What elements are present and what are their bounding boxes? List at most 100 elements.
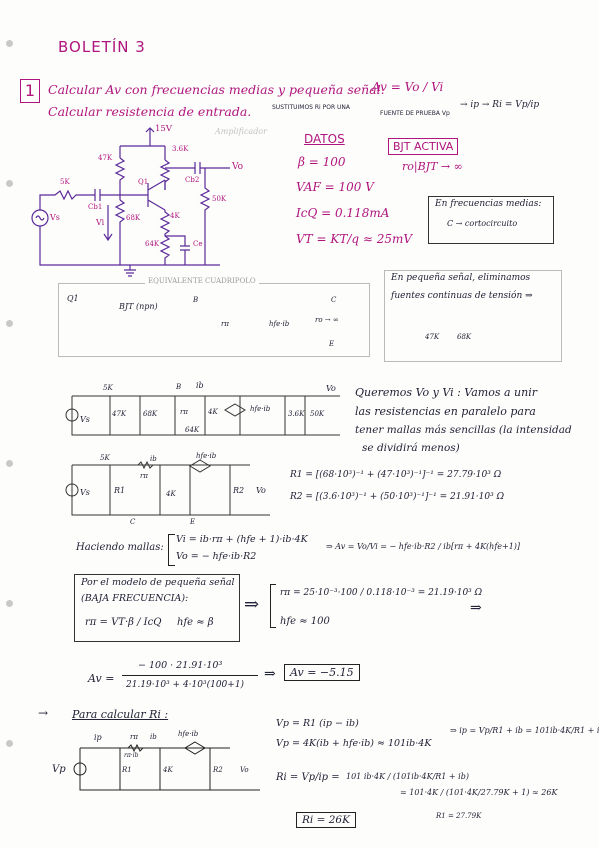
c2-r68: 68K <box>143 410 158 418</box>
quadripole-left: Q1 <box>67 294 79 303</box>
c2-b: B <box>176 383 182 391</box>
ghost-word: Amplificador <box>215 127 267 136</box>
quadripole-middle: BJT (npn) <box>119 302 158 311</box>
binder-hole <box>6 320 13 327</box>
binder-hole <box>6 600 13 607</box>
hfe-value: hfe ≈ 100 <box>280 616 330 627</box>
ri-eq-1: Vp = R1 (ip − ib) <box>276 718 359 729</box>
r-top-left-label: 47K <box>98 154 113 162</box>
quadripole-e: E <box>329 340 335 348</box>
r-emitter2-label: 64K <box>145 240 160 248</box>
av-fraction-bar <box>122 675 258 676</box>
small-signal-box: En pequeña señal, eliminamos fuentes con… <box>384 270 562 362</box>
c3-r2: R2 <box>233 486 245 495</box>
vi-label: Vi <box>96 218 105 227</box>
quadripole-b: B <box>193 296 199 304</box>
c3-c: C <box>130 518 136 526</box>
c3-r-source: 5K <box>100 454 110 462</box>
model-hfe: hfe ≈ β <box>177 617 214 628</box>
c2-r4k: 4K <box>208 408 218 416</box>
rpi-brace <box>270 584 276 628</box>
rpi-arrow: ⇒ <box>470 600 482 616</box>
method-note-2: FUENTE DE PRUEBA Vp <box>380 110 450 117</box>
bjt-active-box: BJT ACTIVA <box>388 138 459 155</box>
quadripole-box: EQUIVALENTE CUADRIPOLO Q1 BJT (npn) B C … <box>58 277 370 357</box>
exercise-number: 1 <box>20 79 40 103</box>
c2-vo: Vo <box>326 384 336 393</box>
small-signal-line-2: fuentes continuas de tensión ⇒ <box>391 291 533 301</box>
c2-r-source: 5K <box>103 384 113 392</box>
quadripole-rpi: rπ <box>221 320 229 328</box>
c3-vs: Vs <box>80 488 90 497</box>
binder-hole <box>6 460 13 467</box>
vo-label: Vo <box>232 162 244 172</box>
ri-result: Ri = 26K <box>296 812 356 828</box>
r-emitter1-label: 4K <box>170 212 180 220</box>
task-line-2: Calcular resistencia de entrada. <box>48 104 252 119</box>
c3-vo: Vo <box>256 486 266 495</box>
mesh-eq-2: Vo = − hfe·ib·R2 <box>176 551 257 562</box>
c2-r50: 50K <box>310 410 325 418</box>
ri-vp: Vp <box>52 764 66 775</box>
method-chain: → ip → Ri = Vp/ip <box>460 100 540 110</box>
av-formula: Av = Vo / Vi <box>372 80 444 94</box>
ri-r1-note: R1 = 27.79K <box>436 812 482 820</box>
ri-eq-2: Vp = 4K(ib + hfe·ib) ≈ 101ib·4K <box>276 738 432 749</box>
data-beta: β = 100 <box>298 155 346 169</box>
r-load-label: 50K <box>212 195 227 203</box>
ri-vo: Vo <box>240 766 249 774</box>
explanation-line-2: las resistencias en paralelo para <box>355 405 536 418</box>
r-collector-label: 3.6K <box>172 145 189 153</box>
meshes-label: Haciendo mallas: <box>76 542 164 553</box>
transistor-label: Q1 <box>138 178 149 186</box>
ri-r2: R2 <box>213 766 223 774</box>
av-numerator: − 100 · 21.91·10³ <box>138 660 223 671</box>
small-signal-r1: 47K <box>425 333 440 341</box>
ri-ib: ib <box>150 733 157 741</box>
midfreq-symbol: C → cortocircuito <box>447 219 518 228</box>
data-vaf: VAF = 100 V <box>296 180 374 194</box>
c2-vs: Vs <box>80 415 90 424</box>
vs-label: Vs <box>50 213 60 222</box>
ro-infinite: ro|BJT → ∞ <box>402 160 463 173</box>
quadripole-title: EQUIVALENTE CUADRIPOLO <box>145 277 259 285</box>
midfreq-box: En frecuencias medias: C → cortocircuito <box>428 196 554 244</box>
quadripole-ro: ro → ∞ <box>315 316 339 324</box>
ri-rpi: rπ <box>130 733 138 741</box>
c2-hfe: hfe·ib <box>250 405 271 413</box>
model-line-2: (BAJA FRECUENCIA): <box>81 593 189 604</box>
quadripole-c: C <box>331 296 337 304</box>
model-box: Por el modelo de pequeña señal (BAJA FRE… <box>74 574 240 642</box>
r-source-label: 5K <box>60 178 70 186</box>
c3-rpi: rπ <box>140 472 148 480</box>
ri-ip-eq: ⇒ ip = Vp/R1 + ib = 101ib·4K/R1 + ib <box>450 726 599 735</box>
av-denominator: 21.19·10³ + 4·10³(100+1) <box>126 680 245 690</box>
c2-rpi: rπ <box>180 408 188 416</box>
data-heading: DATOS <box>304 132 345 146</box>
parallel-r2: R2 = [(3.6·10³)⁻¹ + (50·10³)⁻¹]⁻¹ = 21.9… <box>290 492 505 502</box>
ri-ip: ip <box>94 733 102 742</box>
ri-right: = 101·4K / (101·4K/27.79K + 1) ≈ 26K <box>400 788 558 797</box>
task-line-1: Calcular Av con frecuencias medias y peq… <box>48 82 385 97</box>
c3-r1: R1 <box>114 486 126 495</box>
c3-e: E <box>190 518 196 526</box>
explanation-line-4: se dividirá menos) <box>362 442 460 454</box>
ri-r4k: 4K <box>163 766 173 774</box>
c3-r4k: 4K <box>166 490 176 498</box>
rpi-eq: rπ = 25·10⁻³·100 / 0.118·10⁻³ = 21.19·10… <box>280 588 483 598</box>
c3-ib: ib <box>150 455 157 463</box>
page-title: BOLETÍN 3 <box>58 38 146 56</box>
meshes-brace <box>168 534 175 566</box>
c2-r47: 47K <box>112 410 127 418</box>
model-line-1: Por el modelo de pequeña señal <box>81 577 235 588</box>
ri-hfe: hfe·ib <box>178 730 199 738</box>
cap-in-label: Cb1 <box>88 203 103 211</box>
data-vt: VT = KT/q ≈ 25mV <box>296 232 413 246</box>
av-result: Av = −5.15 <box>284 664 360 681</box>
small-signal-line-1: En pequeña señal, eliminamos <box>391 273 531 283</box>
mesh-eq-1: Vi = ib·rπ + (hfe + 1)·ib·4K <box>176 534 308 545</box>
meshes-result: ⇒ Av = Vo/Vi = − hfe·ib·R2 / ib[rπ + 4K(… <box>326 542 521 551</box>
model-arrow: ⇒ <box>244 594 260 615</box>
av-arrow: ⇒ <box>264 666 276 682</box>
